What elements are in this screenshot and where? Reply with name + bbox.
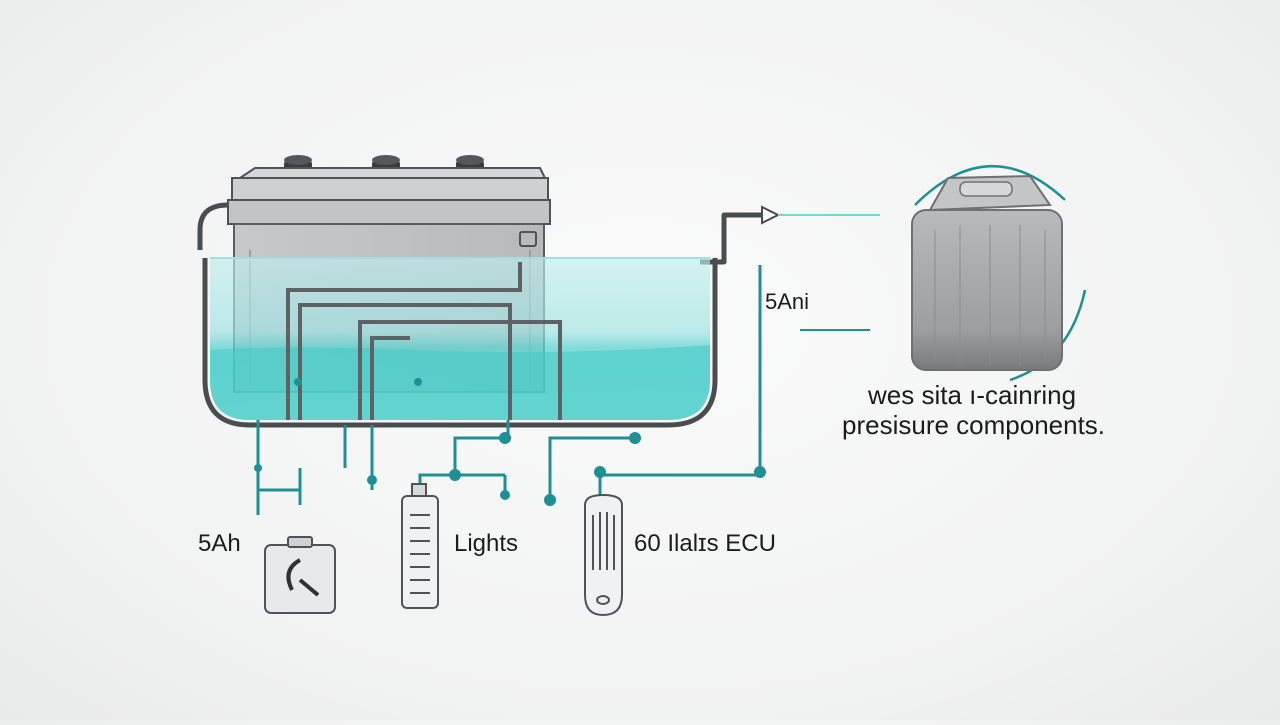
outlet-pipe bbox=[700, 205, 880, 265]
ecu-label: 60 Ilalɪs ECU bbox=[634, 530, 776, 557]
pressure-gauge-icon bbox=[264, 536, 336, 614]
fuel-canister-icon bbox=[911, 165, 1087, 382]
tub bbox=[197, 202, 718, 428]
caption-line-2: presisure components. bbox=[842, 410, 1106, 440]
caption-line-1: wes sita ı-cainring bbox=[868, 380, 1077, 410]
battery-capacity-label: 5Ah bbox=[198, 530, 241, 557]
inner-tubing bbox=[286, 262, 562, 420]
lights-label: Lights bbox=[454, 530, 519, 557]
current-rating-label: 5Ani bbox=[765, 289, 810, 314]
ecu-module-icon bbox=[584, 493, 623, 617]
light-module-icon bbox=[401, 483, 439, 609]
wire-nodes bbox=[254, 378, 766, 506]
